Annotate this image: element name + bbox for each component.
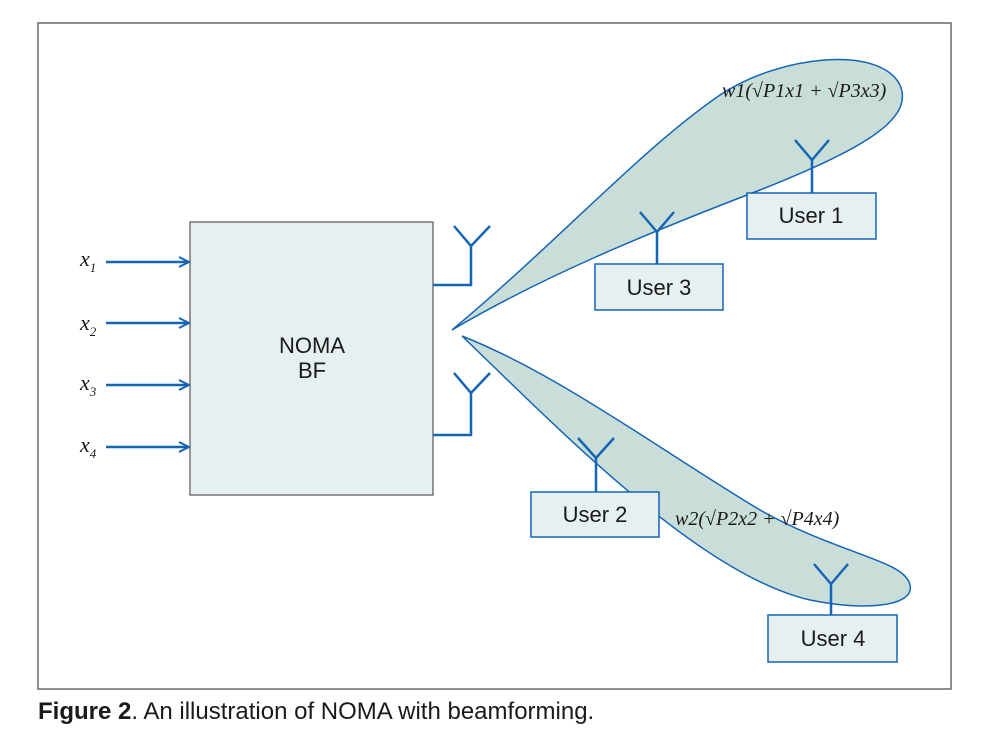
tx-antenna-bottom-icon: [433, 372, 491, 437]
user1-antenna-icon: [794, 139, 830, 194]
upper-beam-formula: w1(√P1x1 + √P3x3): [722, 80, 887, 102]
tx-antenna-top-icon: [433, 225, 491, 287]
input-label-x3: x3: [79, 370, 97, 399]
input-label-x4: x4: [79, 432, 97, 461]
user3-antenna-icon: [639, 211, 675, 264]
noma-bf-block: [189, 221, 434, 496]
figure-frame: [37, 22, 952, 690]
user1-label: User 1: [779, 203, 844, 228]
user3-label: User 3: [627, 275, 692, 300]
input-label-x2: x2: [79, 310, 97, 339]
user3-box: [594, 263, 724, 311]
block-label-noma: NOMA: [279, 333, 345, 358]
user4-label: User 4: [801, 626, 866, 651]
lower-beam-lobe: [461, 335, 911, 607]
caption-label: Figure 2: [38, 698, 132, 725]
lower-beam-formula: w2(√P2x2 + √P4x4): [675, 508, 840, 530]
figure-caption: Figure 2. An illustration of NOMA with b…: [38, 698, 594, 726]
user2-antenna-icon: [577, 437, 615, 492]
caption-text: . An illustration of NOMA with beamformi…: [131, 698, 595, 725]
user2-box: [530, 491, 660, 538]
upper-beam-lobe: [451, 58, 904, 331]
input-label-x1: x1: [79, 246, 96, 275]
user4-antenna-icon: [813, 563, 849, 615]
user4-box: [767, 614, 898, 663]
block-label-bf: BF: [298, 358, 326, 383]
user1-box: [746, 192, 877, 240]
user2-label: User 2: [563, 502, 628, 527]
